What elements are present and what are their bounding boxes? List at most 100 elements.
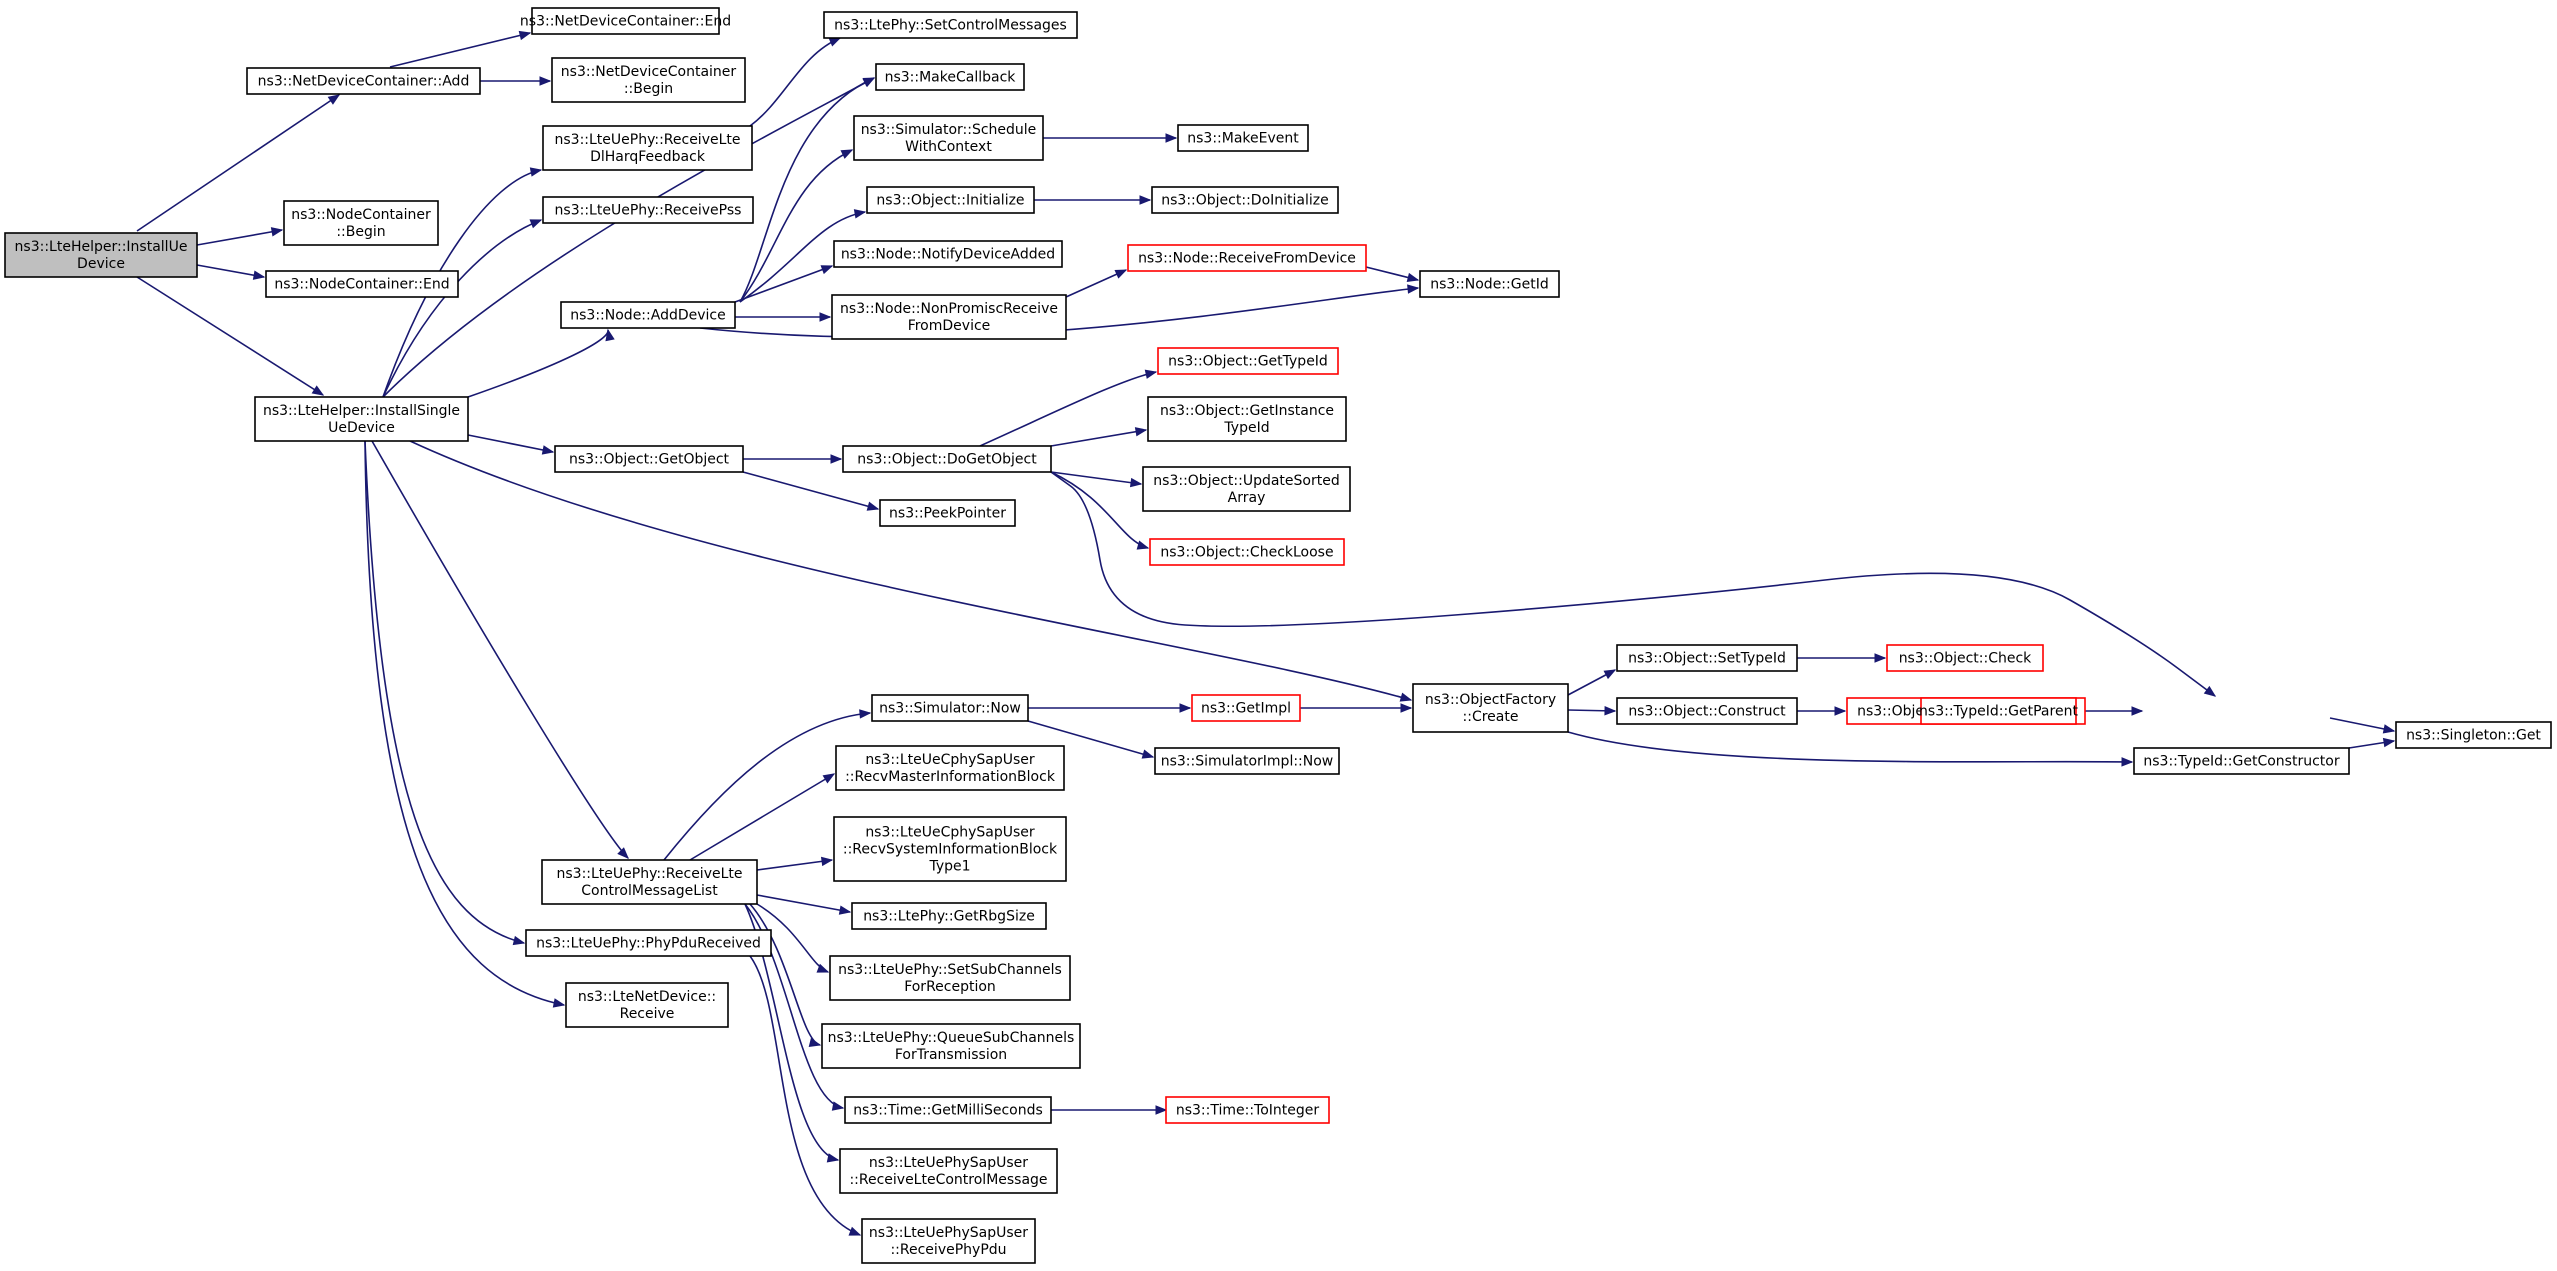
call-edge xyxy=(364,440,526,946)
edge-arrowhead xyxy=(1834,706,1847,716)
function-node-getid[interactable]: ns3::Node::GetId xyxy=(1419,270,1560,298)
node-label: ns3::Node::GetId xyxy=(1430,277,1548,293)
function-node-objconstruct[interactable]: ns3::Object::Construct xyxy=(1616,697,1798,725)
node-box xyxy=(829,955,1071,1001)
edge-arrowhead xyxy=(1179,703,1192,713)
function-node-dogetobject[interactable]: ns3::Object::DoGetObject xyxy=(842,445,1052,473)
edge-arrowhead xyxy=(831,1101,845,1111)
function-node-recvsib1[interactable]: ns3::LteUeCphySapUser::RecvSystemInforma… xyxy=(833,816,1067,882)
node-label: ns3::Object::GetObject xyxy=(569,452,730,468)
function-node-objcheck[interactable]: ns3::Object::Check xyxy=(1886,644,2044,672)
call-edge xyxy=(467,328,615,398)
node-box xyxy=(1154,747,1340,775)
function-node-makeevent[interactable]: ns3::MakeEvent xyxy=(1177,124,1309,152)
edge-arrowhead xyxy=(1129,477,1143,488)
edge-arrowhead xyxy=(838,905,852,915)
edge-arrowhead xyxy=(1136,540,1150,550)
call-edge xyxy=(756,894,852,915)
edge-arrowhead xyxy=(1141,749,1155,759)
edge-arrowhead xyxy=(512,935,526,946)
function-node-objfactcreate[interactable]: ns3::ObjectFactory::Create xyxy=(1412,683,1569,733)
function-node-sappdu[interactable]: ns3::LteUePhySapUser::ReceivePhyPdu xyxy=(861,1218,1036,1264)
function-node-sapctrl[interactable]: ns3::LteUePhySapUser::ReceiveLteControlM… xyxy=(839,1148,1058,1194)
node-box xyxy=(1157,347,1339,375)
call-edge xyxy=(663,709,872,861)
function-node-recvfromdev[interactable]: ns3::Node::ReceiveFromDevice xyxy=(1127,244,1367,272)
node-box xyxy=(565,982,729,1028)
function-node-netdevrecv[interactable]: ns3::LteNetDevice::Receive xyxy=(565,982,729,1028)
function-node-getrbg[interactable]: ns3::LtePhy::GetRbgSize xyxy=(851,902,1047,930)
edge-arrowhead xyxy=(1114,269,1128,279)
node-box xyxy=(1412,683,1569,733)
edge-arrowhead xyxy=(2382,724,2396,734)
function-node-rpss[interactable]: ns3::LteUePhy::ReceivePss xyxy=(542,196,754,224)
function-node-peekptr[interactable]: ns3::PeekPointer xyxy=(879,499,1016,527)
function-node-phypdu[interactable]: ns3::LteUePhy::PhyPduReceived xyxy=(525,929,772,957)
function-node-objdoinit[interactable]: ns3::Object::DoInitialize xyxy=(1151,186,1339,214)
call-edge xyxy=(1797,653,1887,663)
function-node-simnow[interactable]: ns3::Simulator::Now xyxy=(871,694,1029,722)
node-label: ::Begin xyxy=(624,81,673,97)
node-label: ns3::Node::NonPromiscReceive xyxy=(840,301,1058,317)
node-label: ns3::Node::NotifyDeviceAdded xyxy=(841,247,1055,263)
function-node-queuesubch[interactable]: ns3::LteUePhy::QueueSubChannelsForTransm… xyxy=(821,1023,1081,1069)
node-label: ns3::Object::Construct xyxy=(1628,704,1786,720)
function-node-getctor[interactable]: ns3::TypeId::GetConstructor xyxy=(2133,747,2350,775)
call-edge xyxy=(371,440,629,859)
function-node-ndc-end[interactable]: ns3::NetDeviceContainer::End xyxy=(520,7,731,35)
function-node-objinit[interactable]: ns3::Object::Initialize xyxy=(866,186,1035,214)
function-node-getobject[interactable]: ns3::Object::GetObject xyxy=(554,445,744,473)
node-label: ns3::Simulator::Schedule xyxy=(861,122,1037,138)
function-node-nc-begin[interactable]: ns3::NodeContainer::Begin xyxy=(283,200,439,246)
function-node-settypeid[interactable]: ns3::Object::SetTypeId xyxy=(1616,644,1798,672)
node-label: ns3::LteUePhy::QueueSubChannels xyxy=(828,1030,1075,1046)
function-node-rlcml[interactable]: ns3::LteUePhy::ReceiveLteControlMessageL… xyxy=(541,859,758,905)
node-label: ns3::TypeId::GetConstructor xyxy=(2143,754,2339,770)
function-node-getms[interactable]: ns3::Time::GetMilliSeconds xyxy=(844,1096,1052,1124)
call-edge xyxy=(749,903,822,1048)
function-node-gettypeid[interactable]: ns3::Object::GetTypeId xyxy=(1157,347,1339,375)
node-box xyxy=(1616,644,1798,672)
node-label: ns3::Node::AddDevice xyxy=(570,308,725,324)
node-box xyxy=(842,445,1052,473)
function-node-setsubch[interactable]: ns3::LteUePhy::SetSubChannelsForReceptio… xyxy=(829,955,1071,1001)
function-node-makecb[interactable]: ns3::MakeCallback xyxy=(875,63,1025,91)
function-node-notifydev[interactable]: ns3::Node::NotifyDeviceAdded xyxy=(833,240,1063,268)
node-label: Receive xyxy=(620,1006,675,1022)
node-label: ns3::LteUePhy::PhyPduReceived xyxy=(536,936,761,952)
function-node-nc-end[interactable]: ns3::NodeContainer::End xyxy=(265,270,459,298)
function-node-checkloose[interactable]: ns3::Object::CheckLoose xyxy=(1149,538,1345,566)
function-node-lpscm[interactable]: ns3::LtePhy::SetControlMessages xyxy=(823,11,1078,39)
node-label: ns3::MakeEvent xyxy=(1187,131,1299,147)
function-node-simimplnow[interactable]: ns3::SimulatorImpl::Now xyxy=(1154,747,1340,775)
node-label: ::RecvMasterInformationBlock xyxy=(845,769,1056,785)
call-edge xyxy=(409,440,1413,702)
function-node-tointeger[interactable]: ns3::Time::ToInteger xyxy=(1165,1096,1330,1124)
function-node-ndc-begin[interactable]: ns3::NetDeviceContainer::Begin xyxy=(551,57,746,103)
call-edge xyxy=(1050,427,1148,447)
function-node-adddevice[interactable]: ns3::Node::AddDevice xyxy=(560,301,736,329)
call-edge xyxy=(1050,471,1143,488)
function-node-getparent[interactable]: ns3::TypeId::GetParent xyxy=(1919,697,2078,725)
function-node-ndc-add[interactable]: ns3::NetDeviceContainer::Add xyxy=(246,67,481,95)
function-node-recvmib[interactable]: ns3::LteUeCphySapUser::RecvMasterInforma… xyxy=(835,745,1065,791)
call-edge xyxy=(480,76,552,86)
node-label: ns3::TypeId::GetParent xyxy=(1919,704,2078,720)
function-node-getimpl[interactable]: ns3::GetImpl xyxy=(1191,694,1301,722)
node-label: ns3::PeekPointer xyxy=(889,506,1006,522)
edge-line xyxy=(749,955,861,1236)
edge-arrowhead xyxy=(1139,195,1152,205)
function-node-singleton[interactable]: ns3::Singleton::Get xyxy=(2395,721,2552,749)
edge-line xyxy=(1050,471,1142,485)
call-edge xyxy=(467,434,555,455)
edge-arrowhead xyxy=(1155,1105,1168,1115)
node-label: UeDevice xyxy=(328,420,395,436)
node-box xyxy=(853,115,1044,161)
